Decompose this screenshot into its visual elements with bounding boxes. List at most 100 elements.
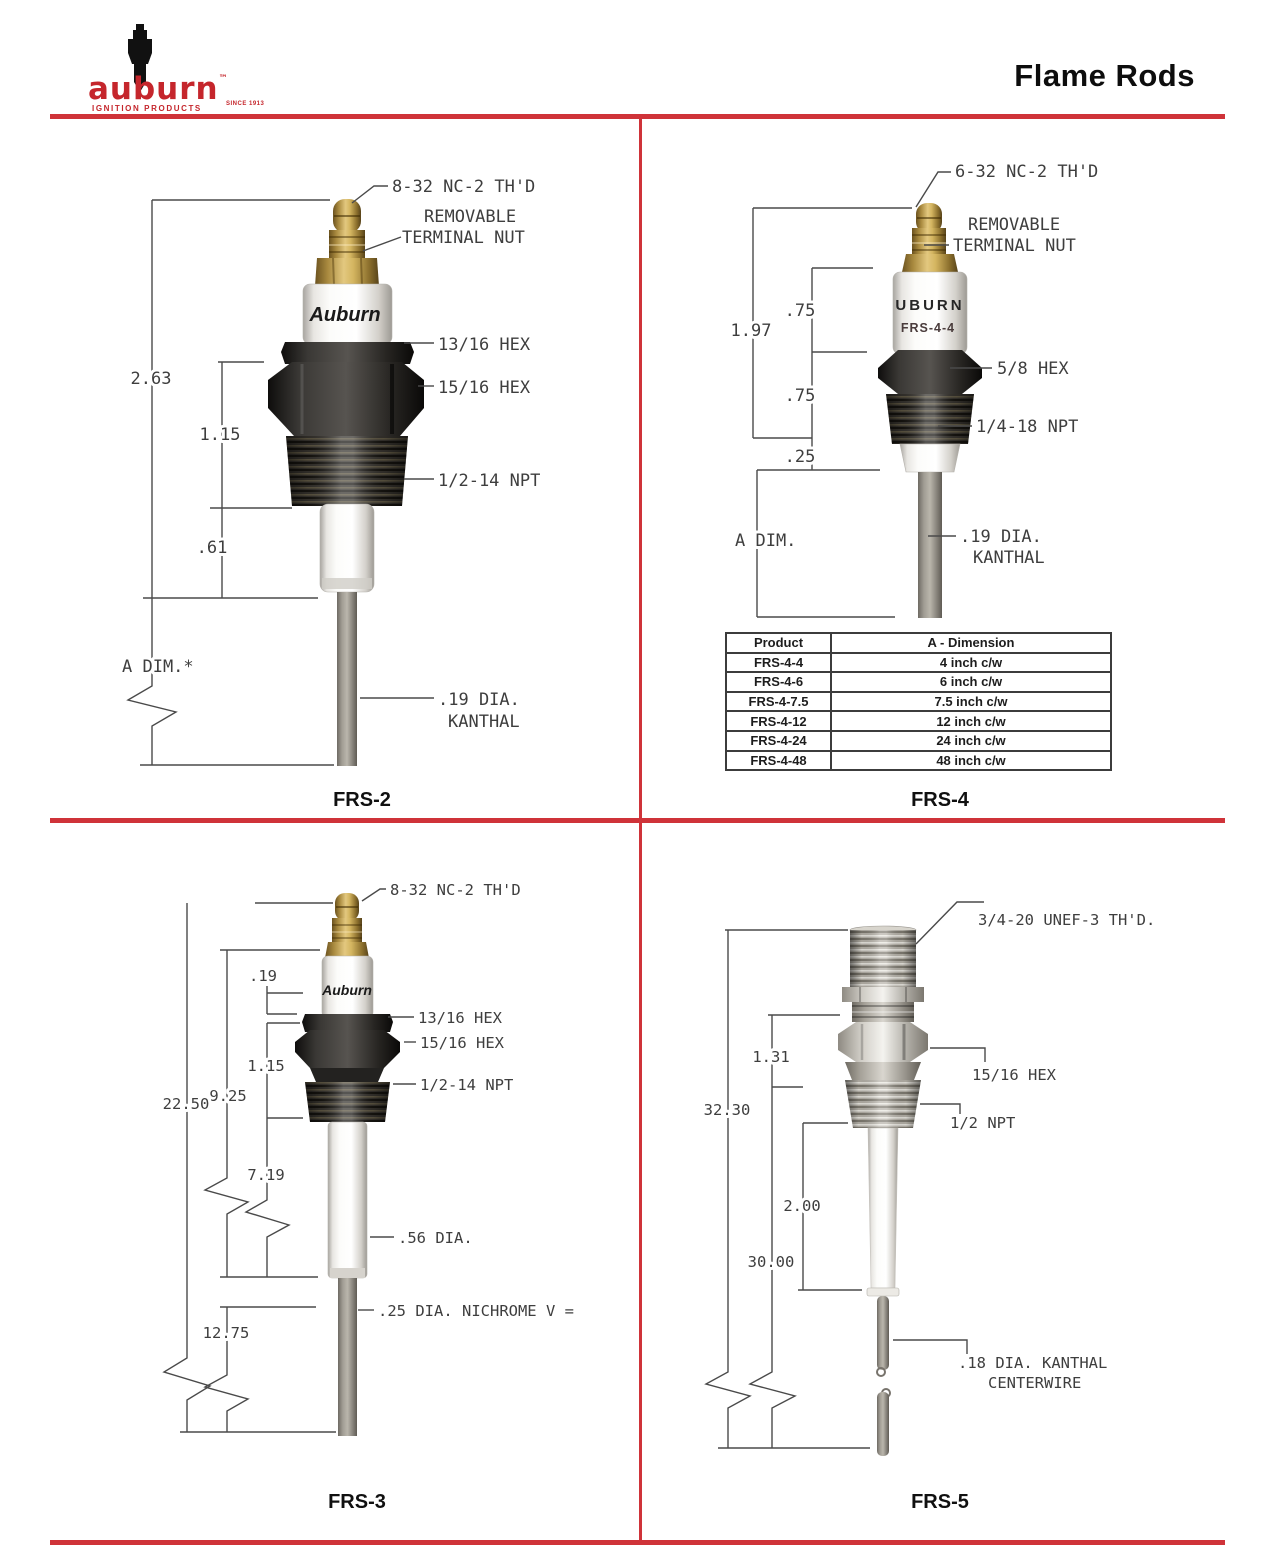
frs4-a-dim-label: A DIM. — [735, 531, 796, 551]
frs5-hex-label: 15/16 HEX — [972, 1066, 1057, 1084]
frs2-hex-large-label: 15/16 HEX — [438, 378, 531, 398]
frs3-dim-hex: 1.15 — [247, 1057, 284, 1075]
table-cell-product: FRS-4-4 — [725, 651, 832, 674]
table-cell-product: FRS-4-48 — [725, 749, 832, 772]
frs4-body-brand: UBURN — [895, 297, 964, 314]
frs2-dim-lower: .61 — [197, 538, 228, 558]
frs2-flame-rod-photo: Auburn — [268, 199, 424, 766]
brand-name: auburn — [88, 71, 219, 107]
frs2-thread-label: 8-32 NC-2 TH'D — [392, 177, 535, 197]
frs2-removable-label-1: REMOVABLE — [424, 207, 516, 227]
frs4-removable-label-2: TERMINAL NUT — [953, 236, 1076, 256]
frs5-dim-mid: 2.00 — [783, 1197, 820, 1215]
frs3-dimension-lines — [162, 888, 416, 1433]
frs5-dimension-lines — [704, 901, 986, 1449]
frs4-dim-lower: .25 — [785, 447, 816, 467]
table-header-a-dimension: A - Dimension — [830, 632, 1112, 654]
frs4-dim-upper: .75 — [785, 301, 816, 321]
frs3-caption: FRS-3 — [328, 1491, 386, 1513]
frs2-dimension-lines — [126, 185, 434, 766]
frs2-rod-dia-label-1: .19 DIA. — [438, 690, 520, 710]
table-cell-product: FRS-4-12 — [725, 710, 832, 732]
frs3-dim-gap: .19 — [249, 967, 277, 985]
frs2-removable-label-2: TERMINAL NUT — [402, 228, 525, 248]
frs5-caption: FRS-5 — [911, 1491, 969, 1513]
table-cell-dimension: 7.5 inch c/w — [830, 690, 1112, 713]
frs4-rod-dia-label-1: .19 DIA. — [960, 527, 1042, 547]
frs2-dim-overall: 2.63 — [131, 369, 172, 389]
frs5-dim-rod: 30.00 — [748, 1253, 795, 1271]
frs3-hex-small-label: 13/16 HEX — [418, 1009, 503, 1027]
frs3-dim-overall: 22.50 — [163, 1095, 210, 1113]
table-header-row: Product A - Dimension — [725, 632, 1112, 654]
frs3-rod-dia-label: .25 DIA. NICHROME V = — [378, 1302, 574, 1320]
frs5-drawing: 3/4-20 UNEF-3 TH'D. 15/16 HEX 1/2 NPT 32… — [701, 901, 1156, 1456]
frs4-labels: 6-32 NC-2 TH'D REMOVABLE TERMINAL NUT 5/… — [728, 162, 1099, 568]
frs4-caption: FRS-4 — [911, 789, 969, 811]
frs2-npt-label: 1/2-14 NPT — [438, 471, 540, 491]
frs4-hex-label: 5/8 HEX — [997, 359, 1069, 379]
frs3-labels: 8-32 NC-2 TH'D .19 13/16 HEX 15/16 HEX 1… — [160, 881, 574, 1345]
frs3-dim-rod: 12.75 — [203, 1324, 250, 1342]
frs2-a-dim-label: A DIM.* — [122, 657, 194, 677]
divider-middle — [50, 818, 1225, 823]
table-cell-product: FRS-4-7.5 — [725, 690, 832, 713]
frs5-npt-label: 1/2 NPT — [950, 1114, 1015, 1132]
frs4-dim-overall: 1.97 — [731, 321, 772, 341]
frs2-hex-small-label: 13/16 HEX — [438, 335, 531, 355]
frs3-hex-large-label: 15/16 HEX — [420, 1034, 505, 1052]
frs4-drawing: UBURN FRS-4-4 6-32 NC — [728, 162, 1099, 618]
frs3-drawing: Auburn — [160, 881, 574, 1436]
trademark-symbol: ™ — [218, 74, 228, 84]
frs3-npt-label: 1/2-14 NPT — [420, 1076, 513, 1094]
frs4-thread-label: 6-32 NC-2 TH'D — [955, 162, 1098, 182]
frs3-dim-ceramic: 7.19 — [247, 1166, 284, 1184]
brand-wordmark: auburn™ — [88, 74, 228, 105]
frs2-caption: FRS-2 — [333, 789, 391, 811]
frs4-dim-mid: .75 — [785, 386, 816, 406]
frs2-drawing: Auburn — [119, 177, 540, 766]
page-title: Flame Rods — [1014, 58, 1195, 93]
divider-vertical — [639, 116, 642, 1544]
table-cell-product: FRS-4-6 — [725, 671, 832, 693]
frs4-flame-rod-photo: UBURN FRS-4-4 — [878, 203, 982, 618]
brand-subtitle: IGNITION PRODUCTS — [92, 104, 202, 113]
frs5-flame-rod-photo — [838, 925, 928, 1456]
frs2-labels: 8-32 NC-2 TH'D REMOVABLE TERMINAL NUT 13… — [119, 177, 540, 732]
table-header-product: Product — [725, 632, 832, 654]
frs4-body-model: FRS-4-4 — [901, 321, 955, 335]
frs5-wire-label-2: CENTERWIRE — [988, 1374, 1081, 1392]
frs3-thread-label: 8-32 NC-2 TH'D — [390, 881, 521, 899]
frs5-labels: 3/4-20 UNEF-3 TH'D. 15/16 HEX 1/2 NPT 32… — [701, 911, 1156, 1392]
frs4-dimension-lines — [752, 171, 992, 618]
frs4-removable-label-1: REMOVABLE — [968, 215, 1060, 235]
frs5-wire-label-1: .18 DIA. KANTHAL — [958, 1354, 1107, 1372]
frs3-flame-rod-photo: Auburn — [295, 893, 400, 1436]
divider-top — [50, 114, 1225, 119]
frs4-npt-label: 1/4-18 NPT — [976, 417, 1078, 437]
table-cell-dimension: 48 inch c/w — [830, 749, 1112, 772]
table-cell-product: FRS-4-24 — [725, 729, 832, 752]
frs2-dim-mid: 1.15 — [200, 425, 241, 445]
table-cell-dimension: 24 inch c/w — [830, 729, 1112, 752]
frs2-body-brand: Auburn — [308, 304, 380, 326]
spark-plug-logo-icon — [128, 24, 152, 92]
brand-since: SINCE 1913 — [226, 101, 265, 107]
frs2-rod-dia-label-2: KANTHAL — [448, 712, 520, 732]
frs3-ceramic-dia-label: .56 DIA. — [398, 1229, 473, 1247]
table-cell-dimension: 12 inch c/w — [830, 710, 1112, 732]
frs5-dim-hex: 1.31 — [752, 1048, 789, 1066]
divider-bottom — [50, 1540, 1225, 1545]
frs3-body-brand: Auburn — [321, 982, 372, 998]
table-cell-dimension: 6 inch c/w — [830, 671, 1112, 693]
frs4-rod-dia-label-2: KANTHAL — [973, 548, 1045, 568]
frs3-dim-upper: 9.25 — [209, 1087, 246, 1105]
